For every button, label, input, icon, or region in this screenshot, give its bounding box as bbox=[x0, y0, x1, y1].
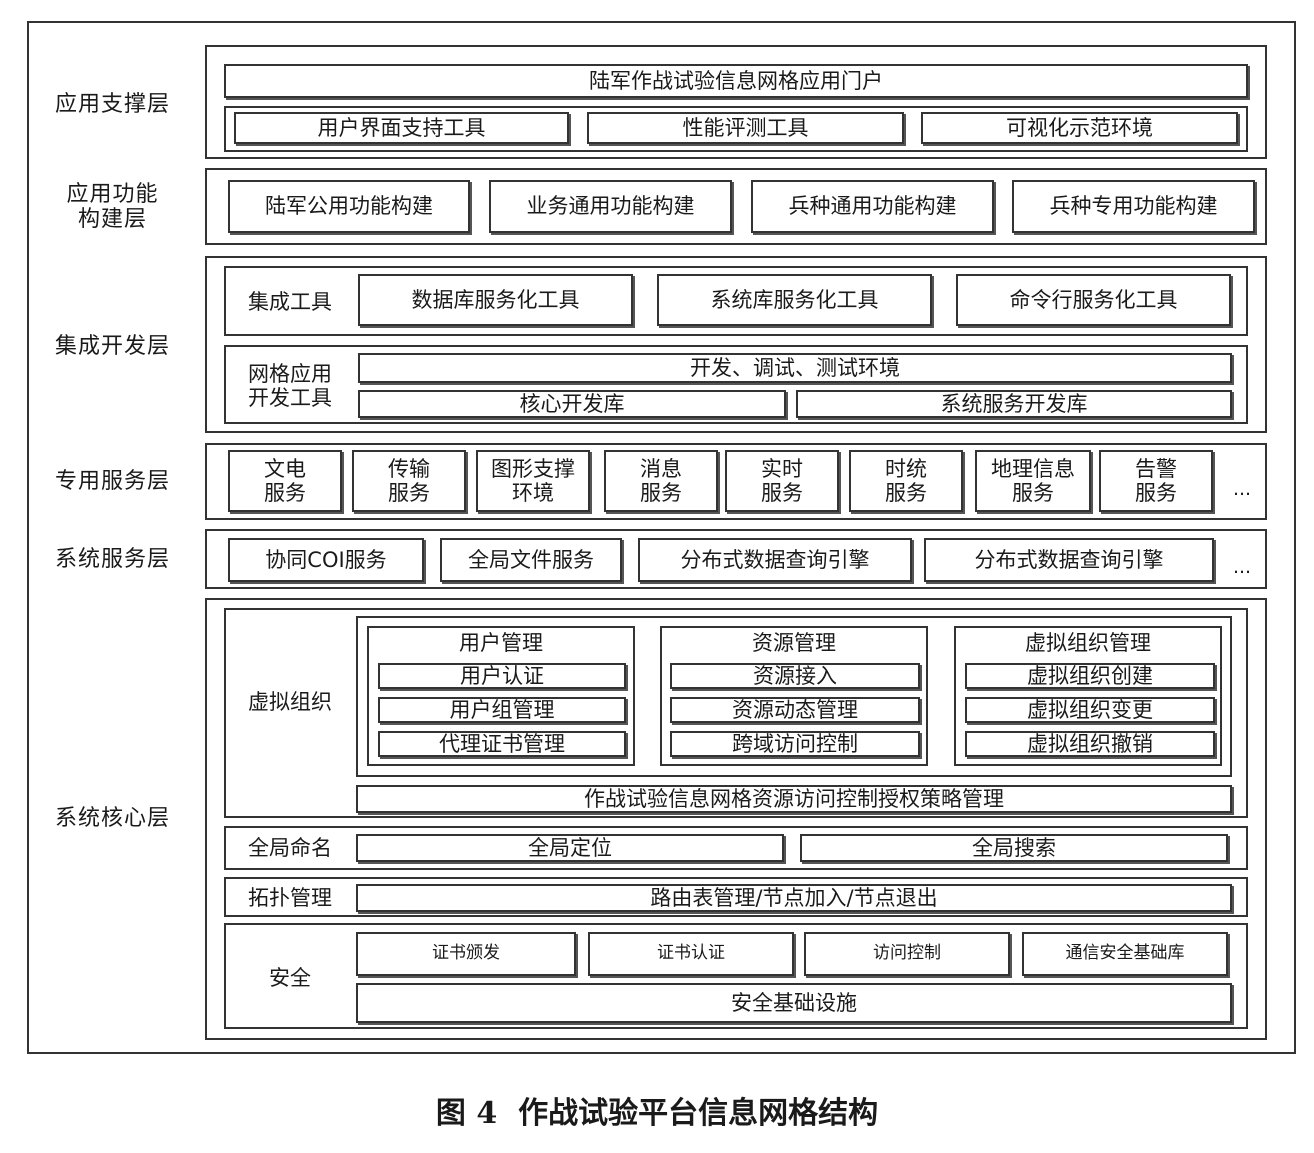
service-line: 服务 bbox=[388, 481, 430, 505]
group-title: 用户管理 bbox=[459, 630, 543, 655]
layer-label-system-core: 系统核心层 bbox=[54, 806, 170, 832]
group-item: 资源动态管理 bbox=[670, 697, 920, 723]
group-item: 虚拟组织变更 bbox=[965, 697, 1215, 723]
dev-lib-box: 系统服务开发库 bbox=[796, 390, 1232, 418]
security-item: 通信安全基础库 bbox=[1022, 932, 1228, 976]
service-line: 环境 bbox=[512, 481, 554, 505]
security-infra-box: 安全基础设施 bbox=[356, 983, 1232, 1023]
function-box: 陆军公用功能构建 bbox=[228, 180, 470, 233]
dedicated-service-box: 图形支撑环境 bbox=[476, 450, 590, 512]
service-line: 图形支撑 bbox=[491, 456, 575, 481]
system-service-box: 分布式数据查询引擎 bbox=[638, 538, 912, 582]
global-naming-label: 全局命名 bbox=[248, 835, 332, 860]
integration-tool-box: 数据库服务化工具 bbox=[358, 274, 633, 326]
dedicated-service-box: 地理信息服务 bbox=[975, 450, 1091, 512]
topology-label: 拓扑管理 bbox=[248, 885, 332, 910]
service-line: 服务 bbox=[761, 481, 803, 505]
service-line: 时统 bbox=[885, 456, 927, 481]
dedicated-service-box: 告警服务 bbox=[1099, 450, 1213, 512]
tool-box: 性能评测工具 bbox=[587, 112, 904, 144]
group-item: 资源接入 bbox=[670, 663, 920, 689]
layer-label-app-function: 应用功能 构建层 bbox=[40, 174, 185, 240]
security-item: 证书认证 bbox=[588, 932, 794, 976]
security-item: 访问控制 bbox=[804, 932, 1010, 976]
service-line: 文电 bbox=[264, 456, 306, 481]
grid-dev-label-line: 开发工具 bbox=[248, 386, 332, 410]
service-line: 服务 bbox=[264, 481, 306, 505]
service-line: 服务 bbox=[885, 481, 927, 505]
tool-box: 可视化示范环境 bbox=[921, 112, 1238, 144]
grid-dev-tools-label: 网格应用 开发工具 bbox=[228, 355, 352, 417]
service-line: 服务 bbox=[640, 481, 682, 505]
function-box: 兵种专用功能构建 bbox=[1012, 180, 1255, 233]
service-line: 告警 bbox=[1135, 456, 1177, 481]
group-item: 虚拟组织创建 bbox=[965, 663, 1215, 689]
dev-env-box: 开发、调试、测试环境 bbox=[358, 353, 1232, 383]
naming-box: 全局搜索 bbox=[800, 834, 1228, 862]
layer-label-system-service: 系统服务层 bbox=[54, 547, 170, 573]
dev-lib-box: 核心开发库 bbox=[358, 390, 786, 418]
group-item: 虚拟组织撤销 bbox=[965, 731, 1215, 757]
dedicated-service-box: 文电服务 bbox=[228, 450, 342, 512]
group-title: 虚拟组织管理 bbox=[1025, 630, 1151, 655]
layer-label-dedicated: 专用服务层 bbox=[54, 469, 170, 495]
layer-label-app-support: 应用支撑层 bbox=[54, 92, 170, 118]
service-line: 实时 bbox=[761, 456, 803, 481]
figure-caption: 图 4 作战试验平台信息网格结构 bbox=[435, 1095, 879, 1131]
dedicated-service-box: 传输服务 bbox=[352, 450, 466, 512]
virtual-org-label: 虚拟组织 bbox=[248, 689, 332, 714]
system-service-ellipsis: ... bbox=[1232, 556, 1252, 579]
group-item: 代理证书管理 bbox=[378, 731, 626, 757]
system-service-box: 分布式数据查询引擎 bbox=[924, 538, 1214, 582]
dedicated-ellipsis: ... bbox=[1232, 478, 1252, 501]
integration-tool-box: 系统库服务化工具 bbox=[657, 274, 932, 326]
group-item: 用户认证 bbox=[378, 663, 626, 689]
layer-label-line: 应用功能 bbox=[66, 181, 159, 207]
function-box: 兵种通用功能构建 bbox=[751, 180, 994, 233]
group-item: 用户组管理 bbox=[378, 697, 626, 723]
layer-label-line: 构建层 bbox=[77, 207, 147, 232]
access-policy-box: 作战试验信息网格资源访问控制授权策略管理 bbox=[356, 785, 1232, 813]
dedicated-service-box: 实时服务 bbox=[725, 450, 839, 512]
integration-tool-box: 命令行服务化工具 bbox=[956, 274, 1231, 326]
security-item: 证书颁发 bbox=[356, 932, 576, 976]
layer-label-integration: 集成开发层 bbox=[54, 334, 170, 360]
naming-box: 全局定位 bbox=[356, 834, 784, 862]
service-line: 传输 bbox=[388, 456, 430, 481]
system-service-box: 全局文件服务 bbox=[440, 538, 622, 582]
tool-box: 用户界面支持工具 bbox=[234, 112, 569, 144]
function-box: 业务通用功能构建 bbox=[489, 180, 732, 233]
integration-tools-label: 集成工具 bbox=[248, 289, 332, 314]
service-line: 服务 bbox=[1012, 481, 1054, 505]
service-line: 消息 bbox=[640, 456, 682, 481]
portal-box: 陆军作战试验信息网格应用门户 bbox=[224, 64, 1248, 98]
dedicated-service-box: 消息服务 bbox=[604, 450, 718, 512]
topology-box: 路由表管理/节点加入/节点退出 bbox=[356, 884, 1232, 912]
dedicated-service-box: 时统服务 bbox=[849, 450, 963, 512]
service-line: 服务 bbox=[1135, 481, 1177, 505]
group-item: 跨域访问控制 bbox=[670, 731, 920, 757]
grid-dev-label-line: 网格应用 bbox=[248, 361, 332, 386]
security-label: 安全 bbox=[269, 965, 311, 990]
service-line: 地理信息 bbox=[991, 456, 1075, 481]
group-title: 资源管理 bbox=[752, 630, 836, 655]
system-service-box: 协同COI服务 bbox=[228, 538, 424, 582]
